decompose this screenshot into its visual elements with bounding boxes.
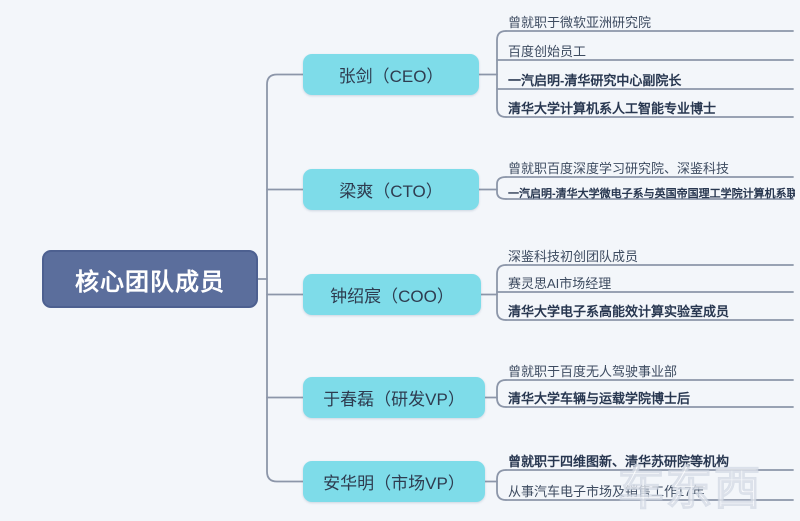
leaf-topic[interactable]: 一汽启明-清华大学微电子系与英国帝国理工学院计算机系联合培养博士 — [508, 188, 795, 200]
branch-topic-mkt-vp[interactable]: 安华明（市场VP） — [303, 461, 485, 502]
leaf-topic[interactable]: 百度创始员工 — [508, 44, 587, 58]
branch-topic-ceo[interactable]: 张剑（CEO） — [303, 54, 479, 95]
leaf-topic[interactable]: 从事汽车电子市场及销售工作17年 — [508, 484, 705, 498]
leaf-topic[interactable]: 赛灵思AI市场经理 — [508, 276, 612, 290]
branch-topic-cto[interactable]: 梁爽（CTO） — [303, 169, 479, 210]
rd-spine — [496, 379, 507, 408]
branch-topic-rd-vp[interactable]: 于春磊（研发VP） — [303, 377, 485, 418]
leaf-topic[interactable]: 清华大学电子系高能效计算实验室成员 — [508, 304, 730, 318]
branch-topic-coo[interactable]: 钟绍宸（COO） — [303, 274, 481, 315]
leaf-topic[interactable]: 深鉴科技初创团队成员 — [508, 249, 639, 263]
ceo-spine — [496, 30, 507, 118]
cto-spine — [496, 176, 507, 200]
mkt-spine — [496, 469, 507, 501]
leaf-topic[interactable]: 清华大学计算机系人工智能专业博士 — [508, 101, 717, 115]
leaf-topic[interactable]: 曾就职于四维图新、清华苏研院等机构 — [508, 454, 730, 468]
leaf-topic[interactable]: 曾就职百度深度学习研究院、深鉴科技 — [508, 161, 730, 175]
leaf-topic[interactable]: 曾就职于微软亚洲研究院 — [508, 15, 652, 29]
leaf-topic[interactable]: 曾就职于百度无人驾驶事业部 — [508, 364, 678, 378]
leaf-topic[interactable]: 清华大学车辆与运载学院博士后 — [508, 391, 691, 405]
leaf-topic[interactable]: 一汽启明-清华研究中心副院长 — [508, 73, 682, 87]
trunk-connector — [266, 73, 304, 483]
root-topic[interactable]: 核心团队成员 — [42, 250, 258, 308]
